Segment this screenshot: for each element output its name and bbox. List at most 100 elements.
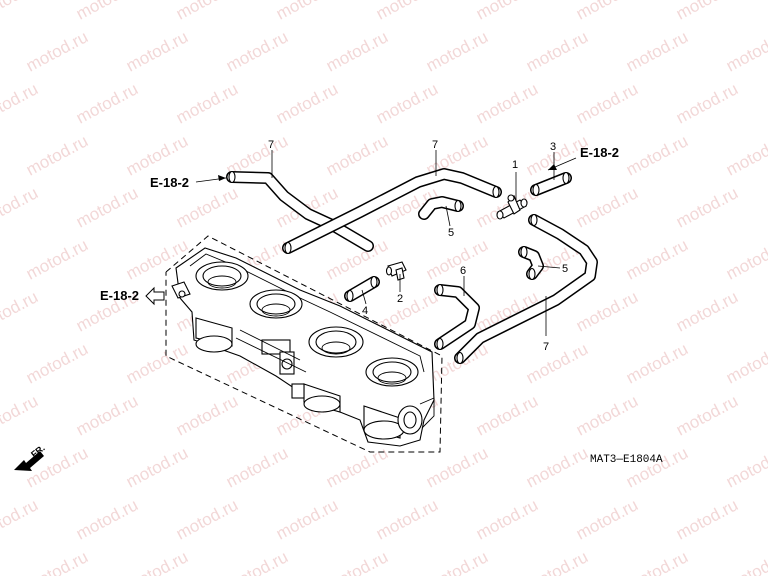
- watermark-text: motod.ru: [523, 443, 591, 491]
- watermark-text: motod.ru: [273, 79, 341, 127]
- leader-lines: [195, 150, 577, 336]
- reference-label-top-right: E-18-2: [580, 145, 619, 160]
- watermark-text: motod.ru: [73, 495, 141, 543]
- watermark-text: motod.ru: [173, 183, 241, 231]
- throttle-linkage: [235, 329, 307, 399]
- watermark-text: motod.ru: [0, 0, 41, 24]
- joint-2: [385, 261, 407, 281]
- watermark-text: motod.ru: [473, 391, 541, 439]
- watermark-text: motod.ru: [673, 391, 741, 439]
- watermark-text: motod.ru: [73, 0, 141, 24]
- watermark-text: motod.ru: [573, 287, 641, 335]
- watermark-text: motod.ru: [23, 27, 91, 75]
- watermark-text: motod.ru: [623, 547, 691, 576]
- throttle-bore-2: [249, 289, 303, 319]
- watermark-text: motod.ru: [423, 235, 491, 283]
- watermark-text: motod.ru: [123, 443, 191, 491]
- watermark-text: motod.ru: [223, 27, 291, 75]
- watermark-text: motod.ru: [0, 287, 41, 335]
- hose-5-right: [518, 245, 544, 281]
- watermark-text: motod.ru: [423, 547, 491, 576]
- watermark-text: motod.ru: [723, 27, 768, 75]
- watermark-text: motod.ru: [573, 495, 641, 543]
- watermark-text: motod.ru: [373, 0, 441, 24]
- hose-4: [344, 275, 380, 303]
- watermark-text: motod.ru: [673, 287, 741, 335]
- throttle-bore-3: [308, 326, 364, 358]
- hose-7-center: [282, 168, 502, 255]
- callout-hose-3: 3: [550, 141, 556, 153]
- watermark-text: motod.ru: [0, 183, 41, 231]
- front-arrow-icon: [14, 451, 44, 471]
- watermark-text: motod.ru: [523, 547, 591, 576]
- watermark-text: motod.ru: [23, 235, 91, 283]
- throttle-bore-1: [195, 261, 249, 291]
- watermark-text: motod.ru: [73, 391, 141, 439]
- callout-hose-5-right: 5: [562, 263, 568, 275]
- watermark-text: motod.ru: [0, 79, 41, 127]
- watermark-text: motod.ru: [623, 339, 691, 387]
- callout-joint-1: 1: [512, 159, 518, 171]
- watermark-text: motod.ru: [73, 79, 141, 127]
- watermark-text: motod.ru: [673, 0, 741, 24]
- watermark-text: motod.ru: [173, 495, 241, 543]
- hose-3: [530, 171, 572, 197]
- watermark-text: motod.ru: [323, 547, 391, 576]
- callout-hose-6: 6: [460, 265, 466, 277]
- watermark-text: motod.ru: [623, 27, 691, 75]
- callout-joint-2: 2: [397, 293, 403, 305]
- watermark-text: motod.ru: [323, 443, 391, 491]
- watermark-text: motod.ru: [23, 547, 91, 576]
- watermark-text: motod.ru: [723, 339, 768, 387]
- watermark-text: motod.ru: [23, 131, 91, 179]
- reference-label-left: E-18-2: [100, 288, 139, 303]
- watermark-text: motod.ru: [723, 131, 768, 179]
- watermark-text: motod.ru: [673, 495, 741, 543]
- watermark-text: motod.ru: [723, 547, 768, 576]
- callout-hose-5-center: 5: [448, 227, 454, 239]
- reference-left-arrow-icon: [145, 286, 165, 306]
- watermark-text: motod.ru: [473, 495, 541, 543]
- joint-1: [496, 194, 528, 220]
- hose-7-right: [454, 213, 598, 365]
- watermark-text: motod.ru: [473, 79, 541, 127]
- callout-hose-7-left: 7: [268, 139, 274, 151]
- watermark-text: motod.ru: [323, 27, 391, 75]
- watermark-text: motod.ru: [673, 79, 741, 127]
- hose-6: [434, 283, 480, 351]
- front-label: FR.: [29, 443, 47, 460]
- callout-hose-4: 4: [362, 305, 368, 317]
- watermark-text: motod.ru: [273, 0, 341, 24]
- throttle-bore-4: [365, 357, 419, 387]
- watermark-text: motod.ru: [623, 443, 691, 491]
- watermark-text: motod.ru: [573, 79, 641, 127]
- watermark-text: motod.ru: [573, 0, 641, 24]
- throttle-body-lower-manifolds: [195, 317, 405, 440]
- watermark-text: motod.ru: [723, 443, 768, 491]
- watermark-text: motod.ru: [123, 131, 191, 179]
- watermark-text: motod.ru: [573, 391, 641, 439]
- watermark-text: motod.ru: [623, 235, 691, 283]
- watermark-text: motod.ru: [323, 131, 391, 179]
- watermark-text: motod.ru: [223, 443, 291, 491]
- assembly-dashed-outline: [165, 235, 443, 453]
- watermark-text: motod.ru: [623, 131, 691, 179]
- watermark-text: motod.ru: [0, 391, 41, 439]
- callout-numbers: 7 7 7 5 5 1 2 3 4 6: [268, 139, 568, 353]
- watermark-text: motod.ru: [423, 443, 491, 491]
- watermark-text: motod.ru: [123, 27, 191, 75]
- callout-hose-7-right: 7: [543, 341, 549, 353]
- watermark-text: motod.ru: [0, 495, 41, 543]
- callout-hose-7-center: 7: [432, 139, 438, 151]
- watermark-text: motod.ru: [523, 339, 591, 387]
- hose-5-center: [418, 196, 464, 220]
- reference-labels: E-18-2 E-18-2 E-18-2: [100, 145, 619, 306]
- watermark-text: motod.ru: [123, 547, 191, 576]
- watermark-text: motod.ru: [73, 183, 141, 231]
- watermark-text: motod.ru: [523, 27, 591, 75]
- watermark-text: motod.ru: [173, 0, 241, 24]
- watermark-text: motod.ru: [223, 547, 291, 576]
- watermark-text: motod.ru: [173, 391, 241, 439]
- watermark-text: motod.ru: [673, 183, 741, 231]
